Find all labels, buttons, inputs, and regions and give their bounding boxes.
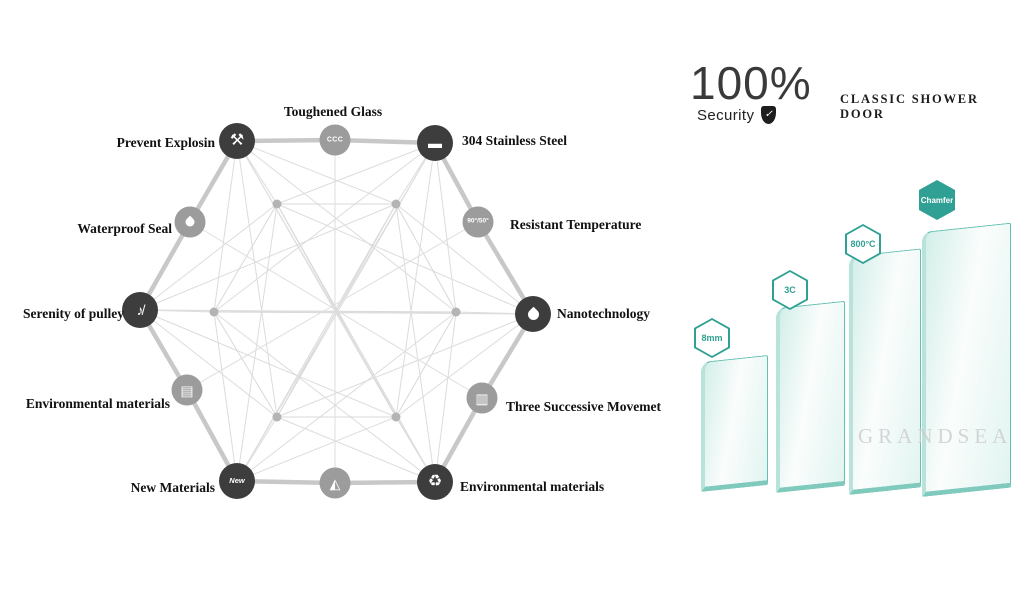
node-pyramid: ◭ [319,467,351,499]
steel-bar-icon: ▬ [428,135,442,151]
security-percent: 100% [690,57,812,109]
network-dot [272,199,282,209]
node-environmental-recycle: ♻ [417,464,453,500]
node-new-materials: New [219,463,255,499]
network-dot [209,307,219,317]
temperature-ratio-icon: 90°/50° [467,217,489,225]
security-row: Security ✓ [697,106,777,124]
product-title: CLASSIC SHOWER DOOR [840,92,979,121]
security-label: Security [697,106,755,124]
glass-pane-3 [849,248,921,495]
node-waterproof-seal [174,206,206,238]
hammer-icon: ⚒ [229,132,245,149]
recycle-icon: ♻ [427,473,443,490]
mute-icon: ♪̸ [136,302,144,318]
ccc-badge-icon: CCC [326,136,344,144]
waterdrop-icon [183,215,197,229]
label-nanotechnology: Nanotechnology [557,306,651,321]
network-dot [451,307,461,317]
label-pulley-silence: Serenity of pulley [23,306,124,321]
label-waterproof-seal: Waterproof Seal [77,221,172,236]
label-environmental-layers: Environmental materials [25,396,170,411]
node-stainless-steel: ▬ [417,125,453,161]
node-nanotechnology [515,296,551,332]
network-dot [391,412,401,422]
label-stainless-steel: 304 Stainless Steel [462,133,568,148]
node-prevent-explosion: ⚒ [219,123,255,159]
shield-check-icon: ✓ [761,106,777,124]
label-three-movement: Three Successive Movemet [506,399,661,414]
droplet-icon [525,306,541,322]
watermark: GRANDSEA [858,424,1013,448]
network-dot [391,199,401,209]
node-pulley-silence: ♪̸ [122,292,158,328]
node-three-movement: ▥ [466,382,498,414]
glass-pane-2 [776,300,845,493]
sliding-panels-icon: ▥ [475,390,489,406]
label-resistant-temperature: Resistant Temperature [510,217,642,232]
glass-pane-4 [922,222,1011,497]
node-resistant-temperature: 90°/50° [462,206,494,238]
network-dot [272,412,282,422]
label-prevent-explosion: Prevent Explosin [116,135,215,150]
new-burst-icon: New [229,476,245,486]
node-environmental-layers: ▤ [171,374,203,406]
label-environmental-recycle: Environmental materials [460,479,605,494]
node-toughened-glass: CCC [319,124,351,156]
badge-chamfer: Chamfer [919,180,955,220]
layers-icon: ▤ [180,382,194,398]
label-toughened-glass: Toughened Glass [283,104,383,119]
label-new-materials: New Materials [130,480,215,495]
pyramid-icon: ◭ [329,475,341,491]
glass-pane-1 [701,354,768,492]
